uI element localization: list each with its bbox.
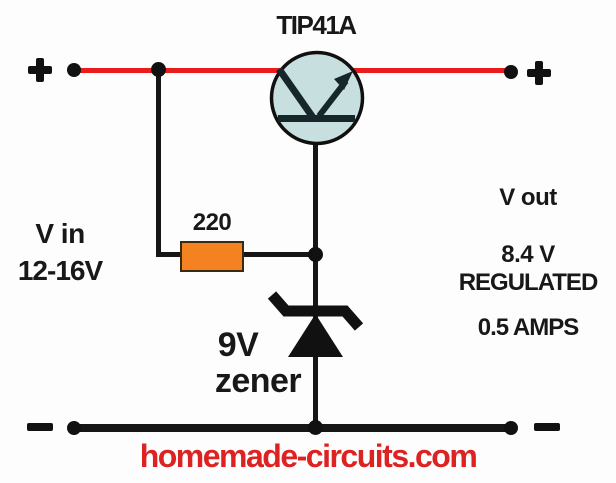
transistor-label: TIP41A: [276, 10, 357, 40]
transistor-circle: [269, 50, 365, 146]
junction-dot: [308, 420, 323, 435]
zener-value-label: 9V: [217, 326, 259, 364]
resistor-label: 220: [192, 209, 232, 236]
terminal-dot: [67, 63, 81, 77]
transistor-symbol: [269, 50, 365, 146]
resistor-left-lead: [156, 252, 184, 257]
plus-icon: [527, 61, 551, 85]
zener-cathode-bar: [267, 291, 364, 331]
website-credit: homemade-circuits.com: [139, 438, 478, 474]
input-branch-wire: [156, 70, 161, 257]
resistor-body: [180, 241, 244, 272]
emitter-arrow-icon: [334, 71, 353, 90]
terminal-dot: [504, 65, 518, 79]
base-zener-wire: [313, 138, 318, 428]
vout-regulated: REGULATED: [458, 269, 599, 296]
resistor-right-lead: [242, 252, 316, 257]
junction-dot: [151, 62, 166, 77]
terminal-dot: [504, 421, 518, 435]
vin-title: V in: [35, 218, 85, 249]
junction-dot: [308, 247, 323, 262]
negative-rail-wire: [74, 424, 511, 432]
minus-icon: [534, 423, 560, 431]
vout-current: 0.5 AMPS: [477, 314, 579, 341]
vin-range: 12-16V: [17, 255, 103, 286]
plus-icon: [28, 58, 52, 82]
collector-lead: [276, 66, 317, 122]
vout-title: V out: [499, 184, 557, 211]
minus-icon: [27, 423, 53, 431]
zener-symbol: [267, 291, 364, 357]
vout-voltage: 8.4 V: [501, 241, 555, 268]
zener-name-label: zener: [214, 362, 302, 400]
terminal-dot: [67, 421, 81, 435]
zener-anode-triangle: [288, 314, 343, 357]
